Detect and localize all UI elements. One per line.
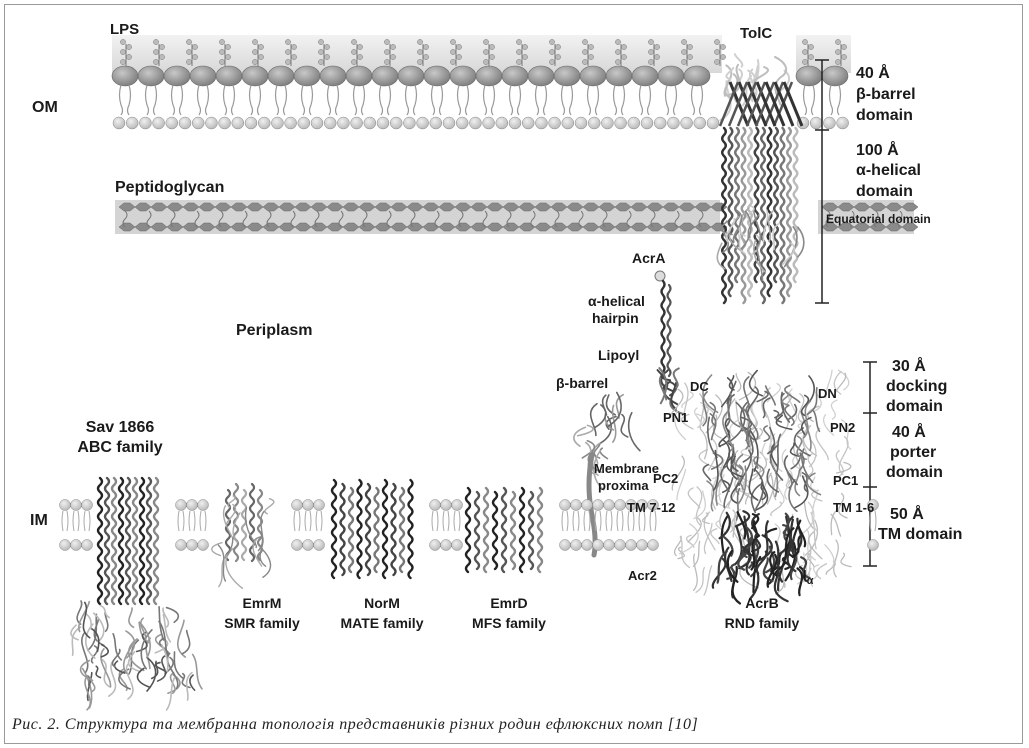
- tolc-alpha-line1: α-helical: [856, 162, 921, 179]
- acr2-label: Acr2: [628, 568, 657, 583]
- beta-barrel-label: β-barrel: [556, 375, 608, 391]
- tolc-beta-line1: β-barrel: [856, 86, 916, 103]
- periplasm-label: Periplasm: [236, 322, 312, 339]
- acrb-docking-line1: docking: [886, 378, 947, 395]
- tm-7-12-label: TM 7-12: [627, 500, 675, 515]
- sav1866-family: ABC family: [77, 439, 162, 456]
- emrd-name: EmrD: [490, 595, 527, 611]
- i-alpha-label: Iα: [803, 567, 814, 587]
- acrb-scale-bar: [863, 362, 877, 566]
- figure-caption: Рис. 2. Структура та мембранна топологія…: [12, 716, 698, 734]
- norm-family: MATE family: [341, 615, 424, 631]
- tolc-scale-bar: [815, 60, 829, 303]
- sav1866-structure: [71, 478, 202, 710]
- acrb-tm-size: 50 Å: [890, 504, 924, 523]
- tolc-beta-line2: domain: [856, 107, 913, 124]
- im-label: IM: [30, 512, 48, 529]
- acrb-porter-size: 40 Å: [892, 422, 926, 441]
- acrb-structure: [669, 370, 851, 603]
- tolc-label: TolC: [740, 25, 772, 42]
- acrb-docking-line2: domain: [886, 398, 943, 415]
- acra-label: AcrA: [632, 250, 665, 266]
- acrb-family: RND family: [725, 615, 800, 631]
- membrane-proximal-label-2: proxima: [598, 478, 649, 493]
- tolc-beta-size: 40 Å: [856, 63, 890, 82]
- sav1866-name: Sav 1866: [86, 419, 155, 436]
- pc2-label: PC2: [653, 471, 678, 486]
- peptidoglycan-label: Peptidoglycan: [115, 179, 224, 196]
- om-label: OM: [32, 99, 58, 116]
- hairpin-label-1: α-helical: [588, 293, 645, 309]
- emrm-structure: [212, 484, 274, 588]
- emrm-name: EmrM: [243, 595, 282, 611]
- emrd-structure: [466, 488, 542, 572]
- lipoyl-label: Lipoyl: [598, 347, 639, 363]
- pn2-label: PN2: [830, 420, 855, 435]
- acrb-docking-size: 30 Å: [892, 356, 926, 375]
- tolc-alpha-size: 100 Å: [856, 140, 899, 159]
- tm-1-6-label: TM 1-6: [833, 500, 874, 515]
- tolc-structure: [717, 54, 804, 303]
- pn1-label: PN1: [663, 410, 688, 425]
- norm-structure: [332, 480, 413, 578]
- acrb-porter-line2: domain: [886, 464, 943, 481]
- equatorial-domain-label: Equatorial domain: [826, 212, 931, 226]
- lps-label: LPS: [110, 21, 139, 38]
- dn-label: DN: [818, 386, 837, 401]
- dc-label: DC: [690, 379, 709, 394]
- emrd-family: MFS family: [472, 615, 546, 631]
- membrane-proximal-label-1: Membrane: [594, 461, 659, 476]
- norm-name: NorM: [364, 595, 400, 611]
- pc1-label: PC1: [833, 473, 858, 488]
- tolc-alpha-line2: domain: [856, 183, 913, 200]
- acrb-tm-line1: TM domain: [878, 526, 962, 543]
- emrm-family: SMR family: [224, 615, 300, 631]
- acrb-name: AcrB: [745, 595, 778, 611]
- hairpin-label-2: hairpin: [592, 310, 639, 326]
- acrb-porter-line1: porter: [890, 444, 936, 461]
